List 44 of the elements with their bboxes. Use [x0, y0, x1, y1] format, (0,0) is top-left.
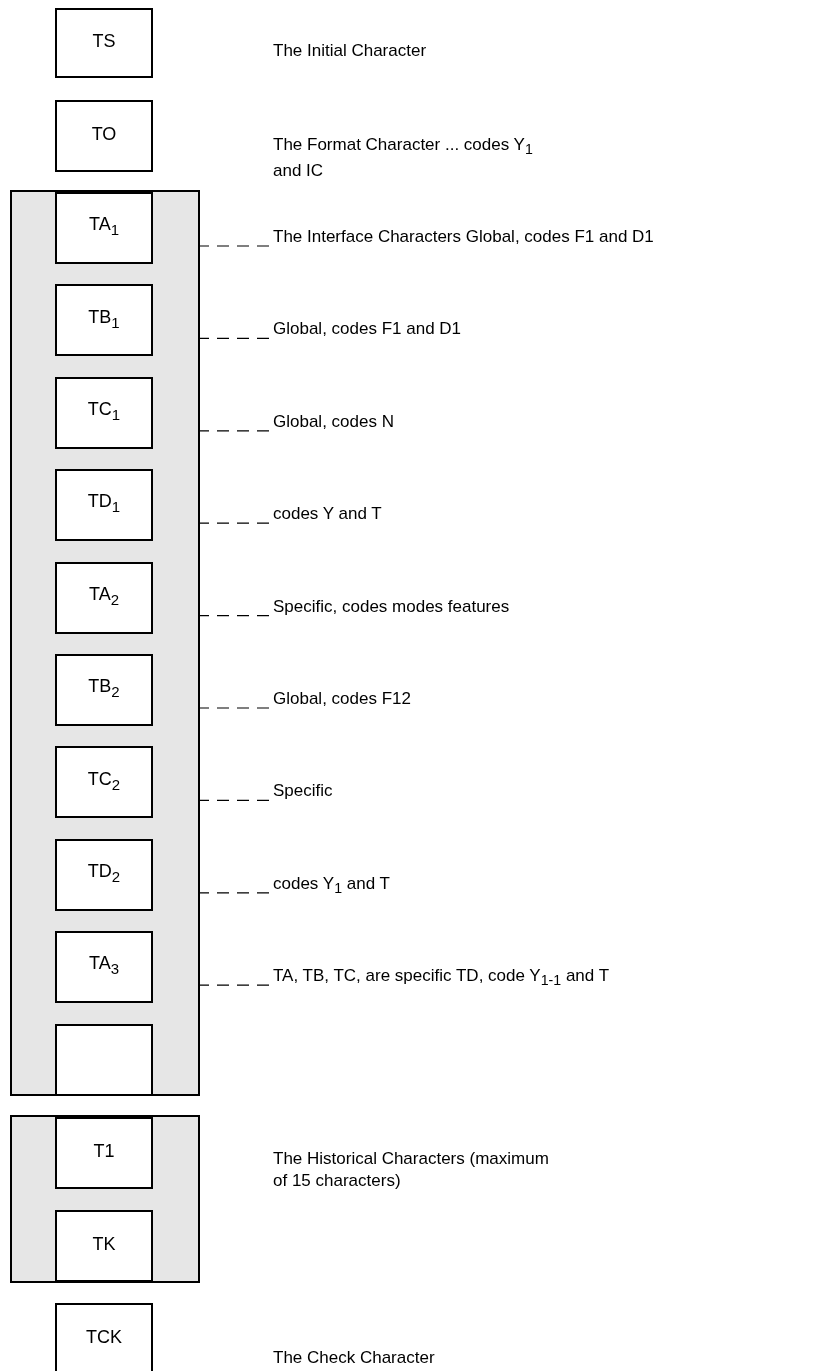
description-text: Global, codes N — [273, 410, 394, 433]
character-box — [55, 376, 153, 449]
box-label: TA$_{3}$ — [89, 953, 119, 977]
character-box — [55, 100, 153, 172]
character-box — [55, 192, 153, 264]
box-label: TCK — [86, 1326, 122, 1348]
description-text: codes Y and T — [273, 503, 382, 526]
description-text: Specific — [273, 780, 333, 803]
group-band — [10, 1115, 200, 1283]
description-text: The Initial Character — [273, 40, 428, 62]
box-label: TS — [92, 30, 116, 52]
box-label: TD$_{2}$ — [87, 861, 121, 885]
description-text: Global, codes F12 — [273, 688, 411, 710]
description-text: codes Y$_{1}$ and T — [273, 872, 390, 900]
box-label: TK — [92, 1233, 116, 1255]
description-text: The Check Character — [273, 1347, 436, 1369]
box-label: TC$_{1}$ — [87, 399, 121, 423]
character-box — [55, 561, 153, 634]
group-band — [10, 190, 200, 1096]
character-box — [55, 654, 153, 726]
character-box — [55, 284, 153, 357]
character-box — [55, 838, 153, 911]
box-label: TD$_{1}$ — [87, 491, 121, 515]
character-box — [55, 1303, 153, 1371]
box-label: T1 — [93, 1140, 115, 1162]
description-text: Global, codes F1 and D1 — [273, 318, 462, 341]
description-text: TA, TB, TC, are specific TD, code Y$_{1-1}$ and T — [273, 965, 610, 992]
description-text: The Historical Characters (maximum of 15 characters) — [273, 1148, 550, 1192]
box-label: TA$_{1}$ — [89, 214, 119, 238]
box-label: TC$_{2}$ — [87, 768, 121, 793]
character-box — [55, 931, 153, 1004]
character-box — [55, 8, 153, 78]
description-text: Specific, codes modes features — [273, 595, 510, 618]
empty-box — [55, 1023, 153, 1096]
character-box — [55, 1117, 153, 1189]
character-box — [55, 469, 153, 542]
box-label: TA$_{2}$ — [89, 583, 119, 608]
character-box — [55, 746, 153, 819]
character-box — [55, 1210, 153, 1282]
description-text: The Interface Characters Global, codes F1 and D1 — [273, 226, 654, 248]
description-text: The Format Character ... codes Y$_{1}$ and IC — [273, 134, 534, 183]
box-label: TB$_{1}$ — [88, 306, 120, 331]
box-label: TO — [91, 123, 117, 145]
box-label: TB$_{2}$ — [88, 676, 120, 700]
